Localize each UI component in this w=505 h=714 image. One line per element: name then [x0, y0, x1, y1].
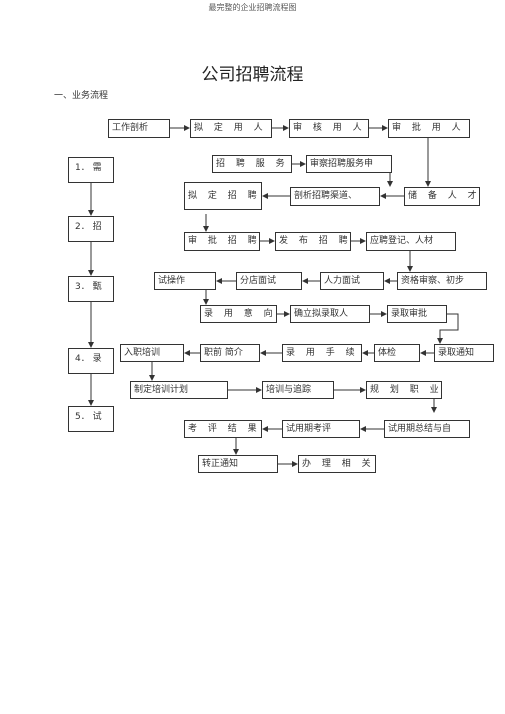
training-plan-box: 制定培训计划 — [130, 381, 228, 399]
stage-box-screen: 3． 甄 — [68, 276, 114, 302]
approve-staffing-demand-box: 审 批 用 人 需 — [388, 119, 470, 138]
hr-interview-box: 人力面试 — [320, 272, 384, 290]
employment-intent-box: 录 用 意 向 洽 — [200, 305, 277, 323]
approve-recruit-plan-box: 审 批 招 聘 方 — [184, 232, 260, 251]
review-service-request-box: 审察招聘服务申 — [306, 155, 392, 173]
evaluation-review-box: 考 评 结 果 审 — [184, 420, 262, 438]
arrow-r6-down — [437, 313, 459, 344]
review-staffing-demand-box: 审 核 用 人 需 — [289, 119, 369, 138]
store-interview-box: 分店面试 — [236, 272, 302, 290]
training-tracking-box: 培训与追踪 — [262, 381, 334, 399]
page-title: 公司招聘流程 — [201, 65, 304, 85]
medical-check-box: 体检 — [374, 344, 420, 362]
job-analysis-box: 工作剖析 — [108, 119, 170, 138]
onboarding-training-box: 入职培训 — [120, 344, 184, 362]
publish-recruit-info-box: 发 布 招 聘 信 — [275, 232, 351, 251]
section-heading: 一、业务流程 — [54, 91, 109, 101]
stage-box-recruit: 2． 招 — [68, 216, 114, 242]
document-header: 最完整的企业招聘流程图 — [208, 3, 297, 12]
hire-approval-box: 录取审批 — [387, 305, 447, 323]
analyze-channels-box: 剖析招聘渠道、 — [290, 187, 380, 206]
regularization-notice-box: 转正通知 — [198, 455, 278, 473]
trial-operation-box: 试操作 — [154, 272, 216, 290]
stage-box-probation: 5． 试 — [68, 406, 114, 432]
confirm-candidate-box: 确立拟录取人 — [290, 305, 370, 323]
career-plan-box: 规 划 职 业 生 — [366, 381, 442, 399]
probation-summary-box: 试用期总结与自 — [384, 420, 470, 438]
related-procedures-box: 办 理 相 关 手 — [298, 455, 376, 473]
stage-box-hire: 4． 录 — [68, 348, 114, 374]
draft-recruit-plan-box: 拟 定 招 聘 方 — [184, 182, 262, 210]
hire-notice-box: 录取通知 — [434, 344, 494, 362]
pre-job-intro-box: 职前 简介 — [200, 344, 260, 362]
stage-box-demand: 1． 需 — [68, 157, 114, 183]
hire-procedure-box: 录 用 手 续 办 — [282, 344, 362, 362]
recruit-service-request-box: 招 聘 服 务 申 — [212, 155, 292, 173]
application-register-box: 应聘登记、人材 — [366, 232, 456, 251]
qualification-review-box: 资格审察、初步 — [397, 272, 487, 290]
talent-pool-check-box: 储 备 人 才 查 — [404, 187, 480, 206]
draft-staffing-demand-box: 拟 定 用 人 需 — [190, 119, 272, 138]
probation-evaluation-box: 试用期考评 — [282, 420, 360, 438]
